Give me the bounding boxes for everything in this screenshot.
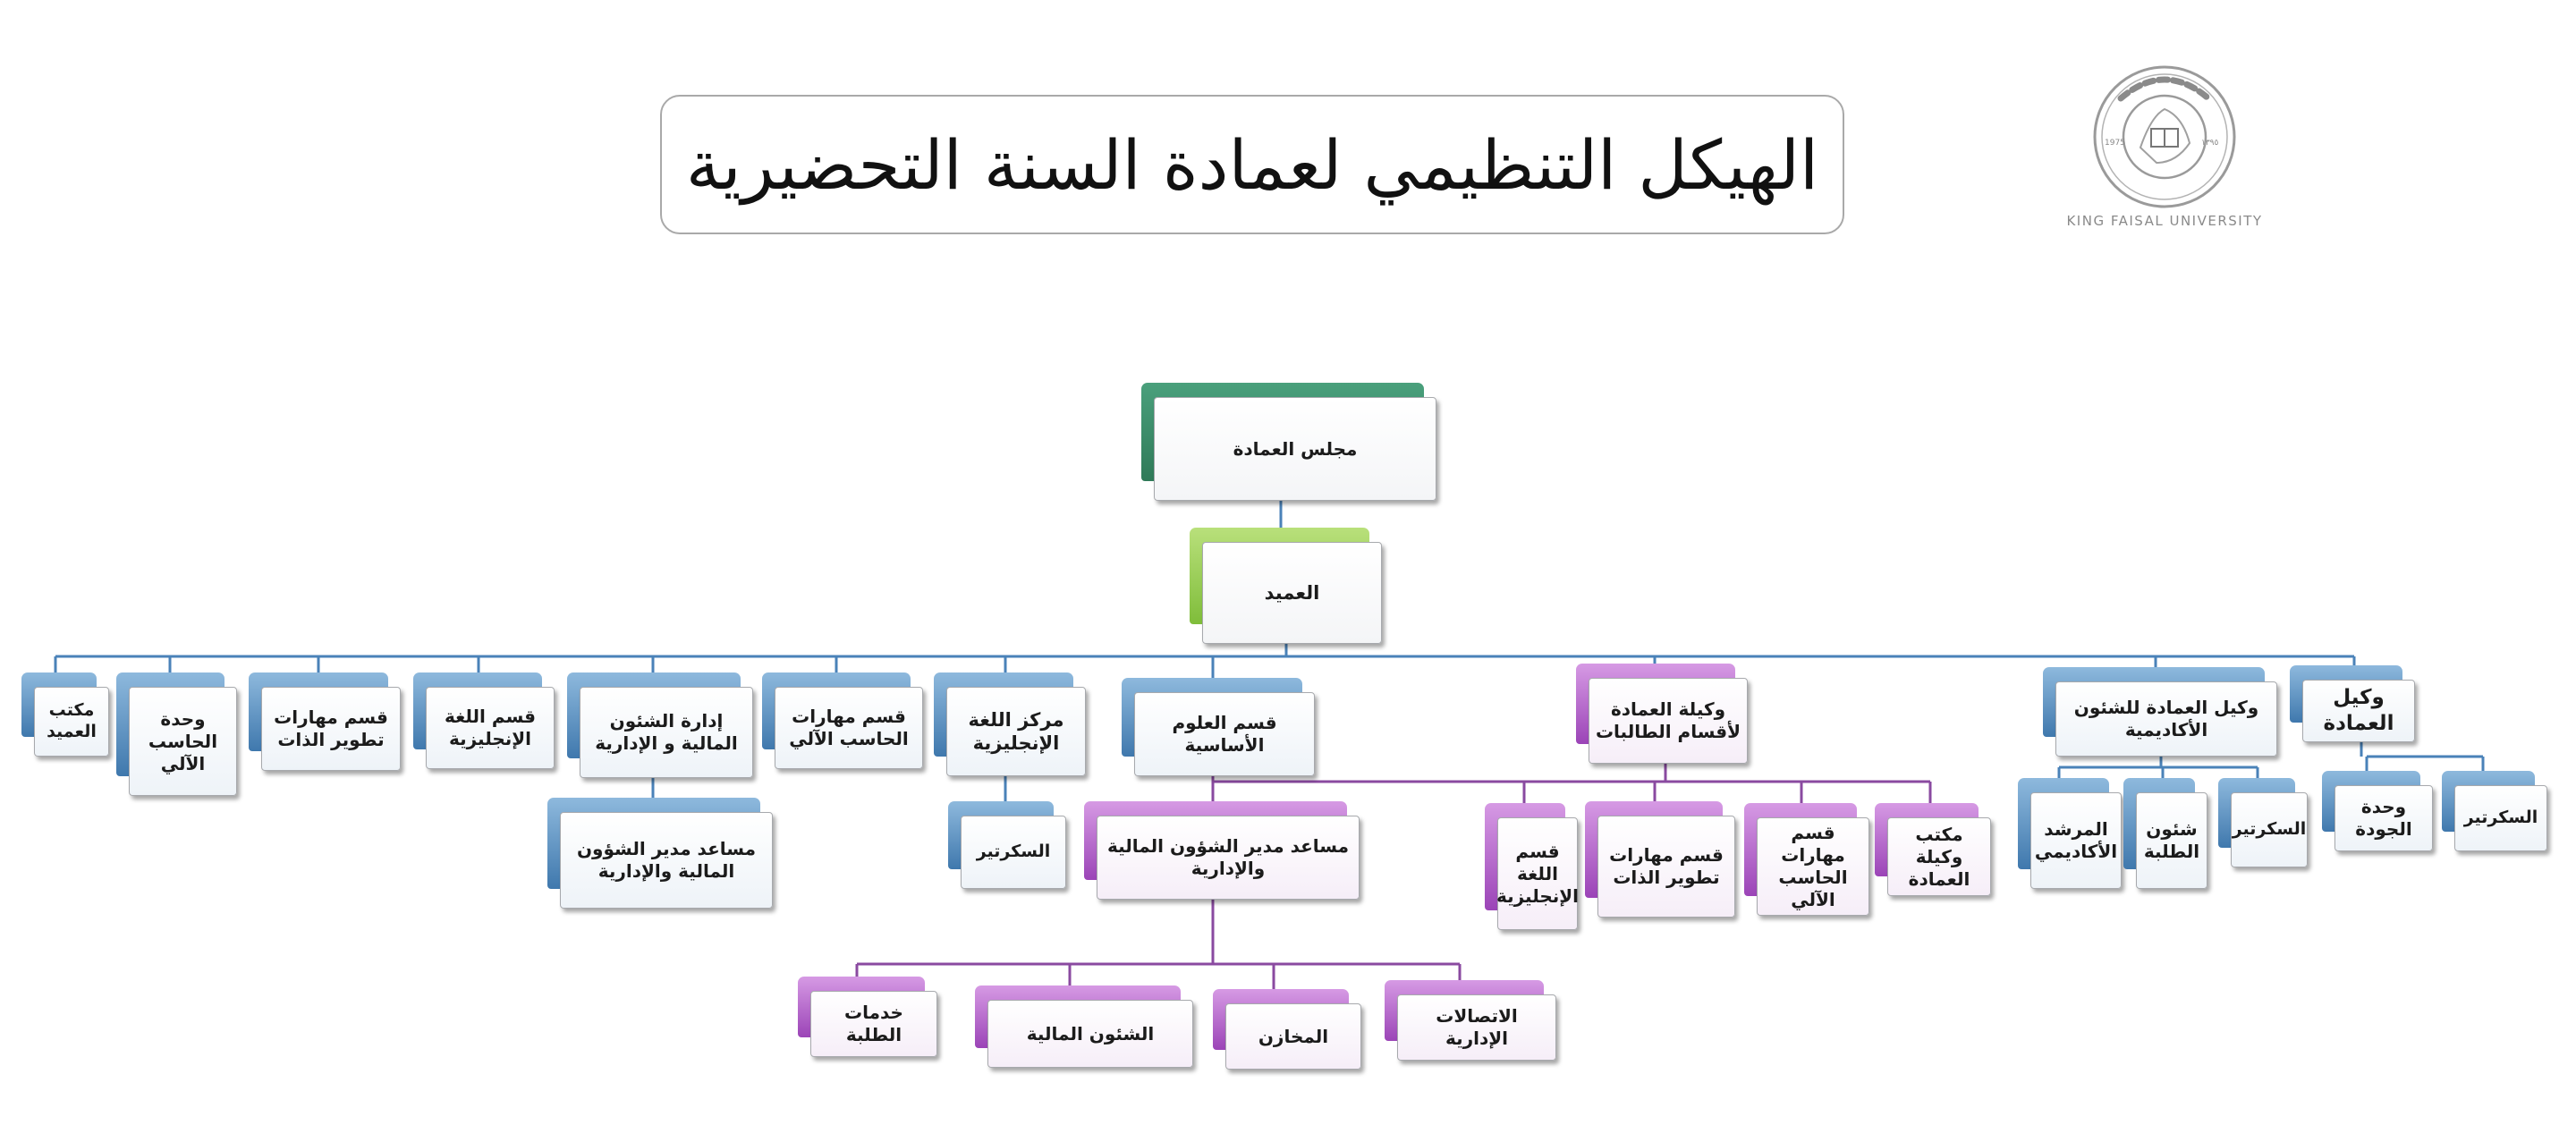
- org-node-vice-dean-secretary: السكرتير: [2442, 771, 2547, 851]
- org-node-financial-affairs: الشئون المالية: [975, 985, 1193, 1068]
- node-label: شئون الطلبة: [2143, 818, 2200, 862]
- node-label: السكرتير: [2463, 808, 2538, 828]
- node-box: وحدة الجودة: [2334, 785, 2433, 851]
- org-node-admin-communications: الاتصالات الإدارية: [1385, 980, 1556, 1061]
- node-box: المخازن: [1225, 1003, 1361, 1070]
- node-box: مكتب العميد: [34, 687, 109, 757]
- node-box: السكرتير: [2454, 785, 2547, 851]
- org-node-vice-dean: وكيل العمادة: [2290, 665, 2415, 742]
- node-label: قسم اللغة الإنجليزية: [444, 706, 537, 749]
- node-box: قسم اللغة الإنجليزية: [1496, 817, 1579, 930]
- node-box: إدارة الشئون المالية و الإدارية: [580, 687, 753, 778]
- node-label: العميد: [1264, 581, 1320, 604]
- org-node-academic-secretary: السكرتير: [2218, 778, 2308, 867]
- org-node-finance-assistant: مساعد مدير الشؤون المالية والإدارية: [547, 798, 773, 909]
- node-box: قسم مهارات تطوير الذات: [261, 687, 401, 771]
- node-label: قسم العلوم الأساسية: [1172, 712, 1277, 756]
- org-node-computer-skills-dept: قسم مهارات الحاسب الآلي: [762, 672, 923, 769]
- node-label: المخازن: [1258, 1025, 1329, 1047]
- org-node-basic-sciences: قسم العلوم الأساسية: [1122, 678, 1315, 776]
- node-label: السكرتير: [976, 842, 1051, 862]
- node-box: مكتب وكيلة العمادة: [1887, 817, 1991, 896]
- node-label: مساعد مدير الشؤون المالية والإدارية: [576, 838, 757, 882]
- node-box: وكيل العمادة: [2302, 680, 2415, 742]
- node-box: الشئون المالية: [987, 1000, 1193, 1068]
- node-box: وكيل العمادة للشئون الأكاديمية: [2055, 681, 2277, 757]
- org-node-finance-admin: إدارة الشئون المالية و الإدارية: [567, 672, 753, 778]
- org-node-computer-unit: وحدة الحاسب الآلي: [116, 672, 237, 796]
- node-box: مساعد مدير الشؤون المالية والإدارية: [560, 812, 773, 909]
- university-logo: 1975 ١٣٩٥: [2093, 65, 2236, 208]
- node-box: قسم اللغة الإنجليزية: [426, 687, 555, 769]
- node-box: السكرتير: [2231, 792, 2308, 867]
- node-box: قسم العلوم الأساسية: [1134, 692, 1315, 776]
- org-node-dean-office: مكتب العميد: [21, 672, 109, 757]
- node-label: مركز اللغة الإنجليزية: [968, 708, 1064, 754]
- node-label: قسم مهارات الحاسب الآلي: [1778, 822, 1848, 910]
- org-node-quality-unit: وحدة الجودة: [2322, 771, 2433, 851]
- org-node-vice-dean-women-office: مكتب وكيلة العمادة: [1875, 803, 1991, 896]
- node-label: وحدة الحاسب الآلي: [148, 707, 218, 774]
- node-label: المرشد الأكاديمي: [2034, 818, 2118, 862]
- org-node-academic-advisor: المرشد الأكاديمي: [2018, 778, 2122, 889]
- node-label: إدارة الشئون المالية و الإدارية: [595, 710, 738, 754]
- page-title: الهيكل التنظيمي لعمادة السنة التحضيرية: [685, 124, 1819, 205]
- node-label: مجلس العمادة: [1233, 437, 1358, 460]
- node-label: السكرتير: [2232, 819, 2307, 840]
- node-label: خدمات الطلبة: [844, 1002, 903, 1045]
- org-node-english-dept: قسم اللغة الإنجليزية: [413, 672, 555, 769]
- node-box: قسم مهارات الحاسب الآلي: [1757, 817, 1869, 916]
- node-box: خدمات الطلبة: [810, 991, 937, 1057]
- org-node-women-self-dev-dept: قسم مهارات تطوير الذات: [1585, 801, 1735, 918]
- node-box: المرشد الأكاديمي: [2030, 792, 2122, 889]
- org-node-vice-dean-academic: وكيل العمادة للشئون الأكاديمية: [2043, 667, 2277, 757]
- org-node-women-english-dept: قسم اللغة الإنجليزية: [1485, 803, 1579, 930]
- svg-text:١٣٩٥: ١٣٩٥: [2201, 139, 2219, 148]
- node-label: قسم اللغة الإنجليزية: [1496, 840, 1580, 907]
- node-label: قسم مهارات تطوير الذات: [274, 706, 388, 750]
- node-label: وكيل العمادة: [2323, 686, 2394, 735]
- org-node-english-center-secretary: السكرتير: [948, 801, 1066, 889]
- node-label: الشئون المالية: [1026, 1022, 1155, 1045]
- node-box: العميد: [1202, 542, 1382, 644]
- node-box: قسم مهارات تطوير الذات: [1597, 816, 1735, 918]
- node-box: مجلس العمادة: [1154, 397, 1436, 501]
- title-box: الهيكل التنظيمي لعمادة السنة التحضيرية: [660, 95, 1844, 234]
- node-box: مساعد مدير الشؤون المالية والإدارية: [1097, 816, 1360, 900]
- node-label: وحدة الجودة: [2355, 796, 2412, 840]
- node-box: وكيلة العمادة لأقسام الطالبات: [1589, 678, 1748, 764]
- node-box: مركز اللغة الإنجليزية: [946, 687, 1086, 776]
- org-node-women-computer-skills: قسم مهارات الحاسب الآلي: [1744, 803, 1869, 916]
- org-node-women-finance-assistant: مساعد مدير الشؤون المالية والإدارية: [1084, 801, 1360, 900]
- node-box: شئون الطلبة: [2136, 792, 2207, 889]
- node-label: قسم مهارات تطوير الذات: [1609, 844, 1724, 888]
- svg-text:1975: 1975: [2105, 139, 2125, 148]
- node-label: قسم مهارات الحاسب الآلي: [789, 706, 909, 749]
- org-node-warehouses: المخازن: [1213, 989, 1361, 1070]
- node-box: الاتصالات الإدارية: [1397, 994, 1556, 1061]
- org-node-vice-dean-women: وكيلة العمادة لأقسام الطالبات: [1576, 664, 1748, 764]
- node-label: الاتصالات الإدارية: [1436, 1005, 1518, 1049]
- org-node-student-services: خدمات الطلبة: [798, 977, 937, 1057]
- org-node-dean: العميد: [1190, 528, 1382, 644]
- node-label: وكيلة العمادة لأقسام الطالبات: [1595, 698, 1741, 742]
- org-node-council: مجلس العمادة: [1141, 383, 1436, 501]
- org-node-student-affairs: شئون الطلبة: [2123, 778, 2207, 889]
- node-box: قسم مهارات الحاسب الآلي: [775, 687, 923, 769]
- node-label: مكتب العميد: [47, 700, 97, 741]
- university-name-english: KING FAISAL UNIVERSITY: [2066, 213, 2263, 229]
- node-label: مساعد مدير الشؤون المالية والإدارية: [1106, 835, 1350, 879]
- node-box: وحدة الحاسب الآلي: [129, 687, 237, 796]
- node-label: مكتب وكيلة العمادة: [1908, 823, 1970, 890]
- org-node-english-center: مركز اللغة الإنجليزية: [934, 672, 1086, 776]
- org-node-self-dev-dept: قسم مهارات تطوير الذات: [249, 672, 401, 771]
- node-box: السكرتير: [961, 816, 1066, 889]
- node-label: وكيل العمادة للشئون الأكاديمية: [2073, 697, 2259, 740]
